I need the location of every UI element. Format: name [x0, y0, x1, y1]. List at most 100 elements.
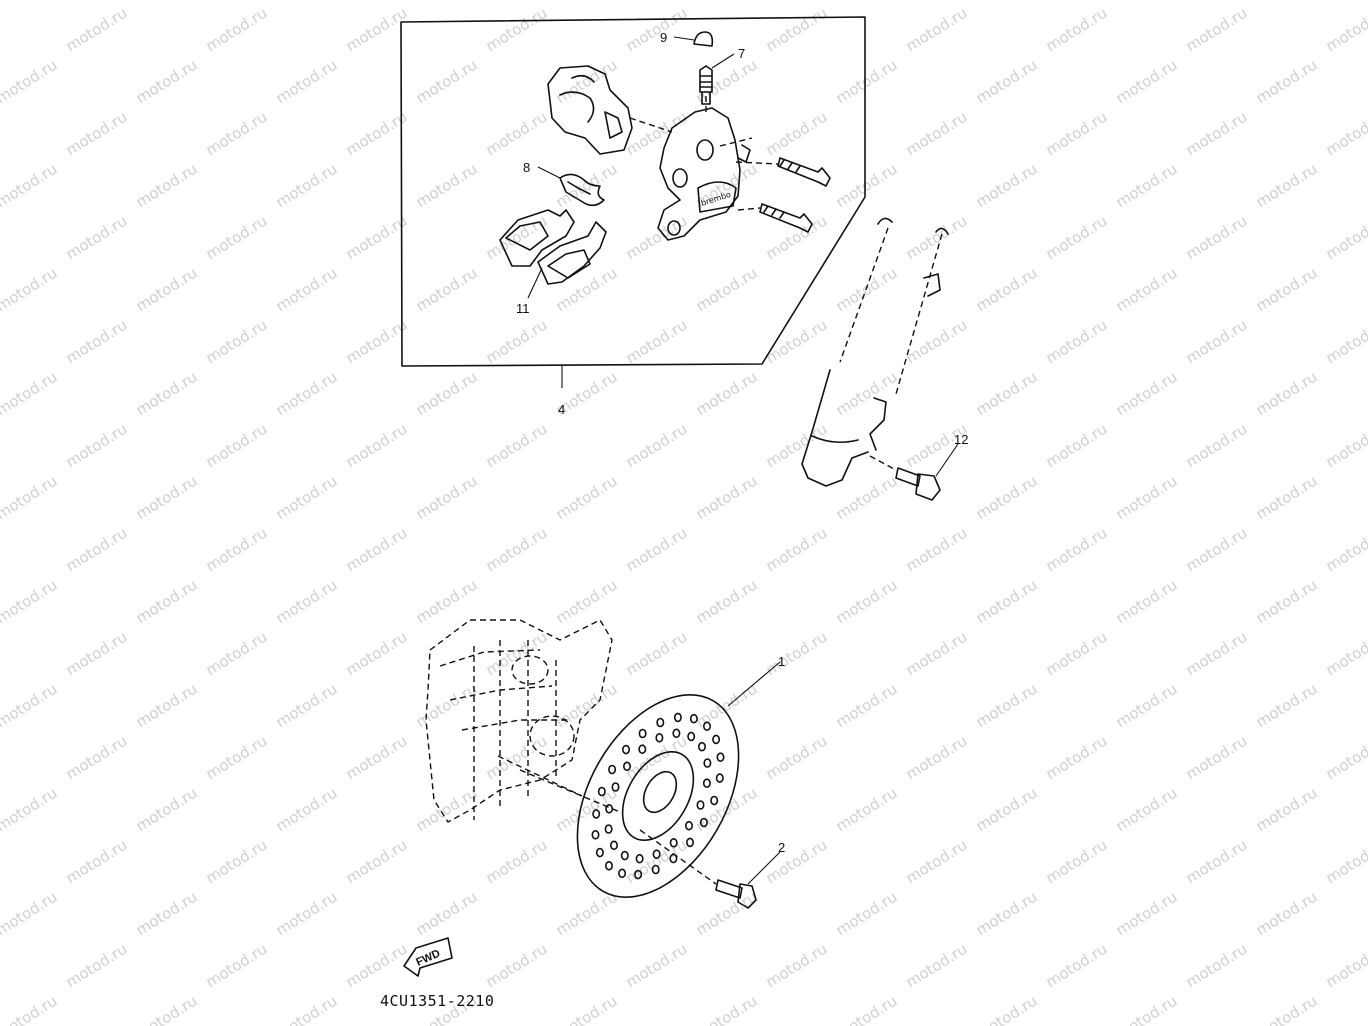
watermark-text: motod.ru: [973, 264, 1041, 316]
disc-hole: [651, 864, 660, 875]
watermark-text: motod.ru: [973, 576, 1041, 628]
watermark-text: motod.ru: [133, 888, 201, 940]
watermark-text: motod.ru: [1323, 212, 1368, 264]
disc-hole: [685, 837, 694, 848]
caliper-bracket: [547, 65, 633, 155]
watermark-text: motod.ru: [553, 0, 621, 3]
watermark-text: motod.ru: [343, 420, 411, 472]
watermark-text: motod.ru: [553, 992, 621, 1026]
watermark-text: motod.ru: [833, 160, 901, 212]
watermark-text: motod.ru: [973, 992, 1041, 1026]
watermark-text: motod.ru: [483, 4, 551, 56]
watermark-text: motod.ru: [1323, 836, 1368, 888]
disc-hole: [673, 712, 682, 723]
watermark-text: motod.ru: [63, 732, 131, 784]
watermark-text: motod.ru: [763, 420, 831, 472]
watermark-text: motod.ru: [0, 264, 60, 316]
watermark-text: motod.ru: [133, 472, 201, 524]
watermark-text: motod.ru: [973, 56, 1041, 108]
disc-hole: [609, 840, 618, 851]
disc-hole: [689, 713, 698, 724]
watermark-text: motod.ru: [63, 628, 131, 680]
disc-hole: [697, 741, 706, 752]
watermark-text: motod.ru: [343, 108, 411, 160]
disc-hole: [620, 850, 629, 861]
fork-leg: [801, 217, 949, 487]
watermark-text: motod.ru: [63, 108, 131, 160]
watermark-text: motod.ru: [763, 628, 831, 680]
watermark-text: motod.ru: [1183, 420, 1251, 472]
watermark-text: motod.ru: [763, 108, 831, 160]
watermark-text: motod.ru: [0, 368, 60, 420]
watermark-text: motod.ru: [903, 836, 971, 888]
watermark-text: motod.ru: [63, 316, 131, 368]
disc-hole: [702, 721, 711, 732]
disc-hole: [672, 728, 681, 739]
disc-hole: [595, 847, 604, 858]
watermark-text: motod.ru: [1323, 316, 1368, 368]
watermark-text: motod.ru: [973, 680, 1041, 732]
watermark-text: motod.ru: [483, 524, 551, 576]
drawing-code: 4CU1351-2210: [380, 992, 494, 1010]
caliper-bolt: [869, 455, 941, 501]
watermark-text: motod.ru: [483, 732, 551, 784]
watermark-text: motod.ru: [0, 992, 60, 1026]
watermark-text: motod.ru: [343, 524, 411, 576]
watermark-text: motod.ru: [693, 576, 761, 628]
watermark-text: motod.ru: [1113, 160, 1181, 212]
watermark-text: motod.ru: [903, 212, 971, 264]
disc-hole: [605, 803, 614, 814]
watermark-text: motod.ru: [483, 108, 551, 160]
watermark-text: motod.ru: [133, 264, 201, 316]
disc-hole: [655, 732, 664, 743]
callout-7: 7: [738, 46, 745, 61]
watermark-text: motod.ru: [133, 56, 201, 108]
watermark-text: motod.ru: [1113, 0, 1181, 3]
watermark-text: motod.ru: [273, 368, 341, 420]
disc-hole: [622, 761, 631, 772]
watermark-text: motod.ru: [343, 628, 411, 680]
disc-hole: [611, 782, 620, 792]
watermark-text: motod.ru: [903, 732, 971, 784]
watermark-text: motod.ru: [763, 836, 831, 888]
watermark-text: motod.ru: [1043, 108, 1111, 160]
watermark-text: motod.ru: [413, 888, 481, 940]
watermark-text: motod.ru: [1043, 836, 1111, 888]
disc-hole: [604, 824, 613, 834]
watermark-text: motod.ru: [973, 0, 1041, 3]
watermark-text: motod.ru: [203, 732, 271, 784]
watermark-text: motod.ru: [273, 784, 341, 836]
disc-holes: [591, 712, 725, 880]
watermark-text: motod.ru: [693, 0, 761, 3]
disc-hole: [716, 752, 725, 763]
watermark-text: motod.ru: [0, 0, 60, 3]
watermark-text: motod.ru: [903, 316, 971, 368]
watermark-text: motod.ru: [483, 212, 551, 264]
watermark-text: motod.ru: [203, 420, 271, 472]
watermark-text: motod.ru: [273, 264, 341, 316]
watermark-text: motod.ru: [1183, 316, 1251, 368]
watermark-text: motod.ru: [553, 576, 621, 628]
bleed-screw: [699, 65, 713, 105]
watermark-text: motod.ru: [553, 680, 621, 732]
watermark-text: motod.ru: [833, 368, 901, 420]
disc-hole: [652, 849, 661, 860]
watermark-text: motod.ru: [693, 472, 761, 524]
caliper-assembly-frame: [400, 16, 866, 388]
watermark-text: motod.ru: [343, 836, 411, 888]
watermark-text: motod.ru: [0, 56, 60, 108]
watermark-text: motod.ru: [133, 784, 201, 836]
watermark-text: motod.ru: [133, 0, 201, 3]
watermark-text: motod.ru: [1183, 732, 1251, 784]
watermark-text: motod.ru: [273, 56, 341, 108]
watermark-text: motod.ru: [133, 992, 201, 1026]
watermark-text: motod.ru: [63, 940, 131, 992]
watermark-text: motod.ru: [203, 316, 271, 368]
watermark-text: motod.ru: [553, 56, 621, 108]
watermark-text: motod.ru: [623, 524, 691, 576]
disc-hole: [591, 829, 600, 840]
callout-9: 9: [660, 30, 667, 45]
watermark-text: motod.ru: [1183, 836, 1251, 888]
watermark-text: motod.ru: [1253, 264, 1321, 316]
watermark-text: motod.ru: [1113, 264, 1181, 316]
